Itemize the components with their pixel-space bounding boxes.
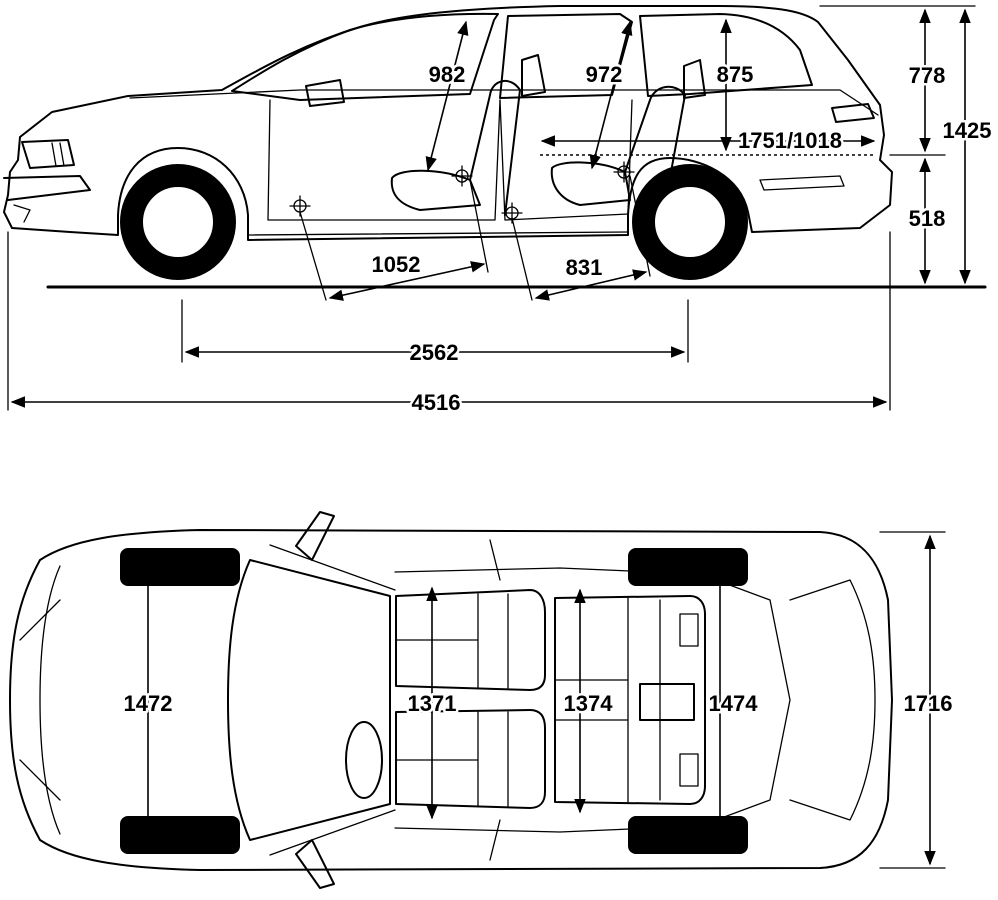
rear-shoulder-width-label: 1374 xyxy=(564,691,614,716)
top-view: 1472 1371 1374 1474 1716 xyxy=(9,511,955,889)
front-headroom-label: 982 xyxy=(429,62,466,87)
rear-bench-seat xyxy=(554,595,706,805)
steering-wheel-icon xyxy=(345,721,383,799)
overall-length-label: 4516 xyxy=(412,390,461,415)
front-right-tyre xyxy=(120,816,240,854)
rear-right-tyre xyxy=(628,816,748,854)
rear-legroom-label: 831 xyxy=(566,255,603,280)
sill-height-label: 518 xyxy=(909,206,946,231)
overall-height-label: 1425 xyxy=(943,118,992,143)
wheelbase-label: 2562 xyxy=(410,340,459,365)
overall-width-label: 1716 xyxy=(904,691,953,716)
front-left-seat xyxy=(395,589,546,691)
rear-left-tyre xyxy=(628,548,748,586)
rear-track-label: 1474 xyxy=(709,691,759,716)
top-car-body xyxy=(9,511,893,889)
front-hip-point-icon xyxy=(451,165,473,187)
front-right-seat xyxy=(395,709,546,809)
front-left-tyre xyxy=(120,548,240,586)
rear-headroom-label: 972 xyxy=(586,62,623,87)
rear-wheel xyxy=(632,164,748,280)
front-wheel xyxy=(120,164,236,280)
front-shoulder-width-label: 1371 xyxy=(408,691,457,716)
cargo-height-label: 875 xyxy=(717,62,754,87)
cargo-length-label: 1751/1018 xyxy=(738,128,842,153)
roof-to-sill-height-label: 778 xyxy=(909,63,946,88)
front-legroom-label: 1052 xyxy=(372,252,421,277)
front-track-label: 1472 xyxy=(124,691,173,716)
side-view: 4516 2562 1425 778 518 982 972 875 1751/… xyxy=(3,5,994,418)
